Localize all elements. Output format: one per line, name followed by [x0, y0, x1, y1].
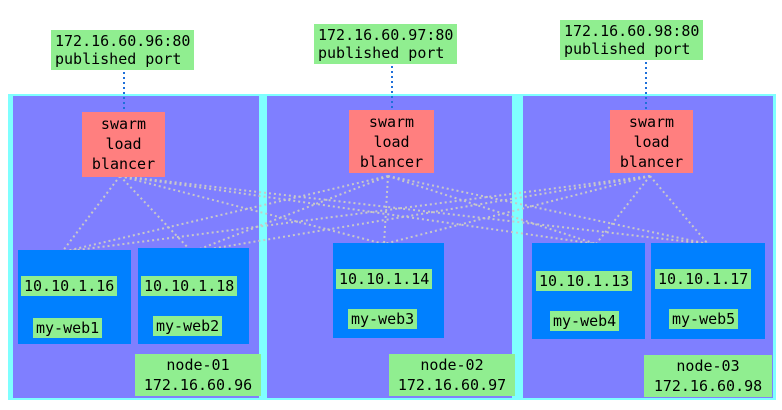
published-address-03: 172.16.60.98:80 — [564, 22, 700, 40]
container-my-web1: 10.10.1.16 my-web1 — [18, 250, 131, 344]
container-ip: 10.10.1.13 — [536, 271, 633, 291]
container-name: my-web3 — [348, 309, 418, 329]
container-name: my-web5 — [669, 309, 739, 329]
published-label-03: published port — [564, 40, 691, 58]
published-port-01: 172.16.60.96:80 published port — [51, 30, 195, 70]
lb-line: swarm — [100, 115, 147, 133]
node-name: node-03 — [676, 357, 740, 375]
published-address-01: 172.16.60.96:80 — [55, 32, 191, 50]
node-ip: 172.16.60.96 — [143, 376, 253, 394]
node-name: node-01 — [166, 356, 230, 374]
container-my-web5: 10.10.1.17 my-web5 — [651, 243, 765, 339]
node-name: node-02 — [420, 356, 484, 374]
container-my-web3: 10.10.1.14 my-web3 — [333, 243, 444, 338]
container-my-web4: 10.10.1.13 my-web4 — [532, 243, 645, 339]
published-port-03: 172.16.60.98:80 published port — [560, 20, 704, 60]
container-name: my-web1 — [33, 318, 103, 338]
container-ip: 10.10.1.17 — [655, 269, 752, 289]
lb-line: blancer — [359, 153, 424, 171]
lb-line: load — [633, 133, 670, 151]
container-name: my-web2 — [153, 316, 223, 336]
lb-line: blancer — [91, 155, 156, 173]
published-label-01: published port — [55, 50, 182, 68]
node-ip: 172.16.60.98 — [653, 377, 763, 395]
container-ip: 10.10.1.16 — [21, 276, 118, 296]
published-address-02: 172.16.60.97:80 — [318, 26, 454, 44]
container-ip: 10.10.1.14 — [336, 269, 433, 289]
lb-line: load — [105, 135, 142, 153]
swarm-load-balancer-03: swarm load blancer — [610, 110, 693, 173]
lb-line: swarm — [628, 113, 675, 131]
lb-line: blancer — [619, 153, 684, 171]
container-ip: 10.10.1.18 — [141, 276, 238, 296]
node-label-02: node-02 172.16.60.97 — [389, 354, 515, 396]
published-label-02: published port — [318, 44, 445, 62]
container-my-web2: 10.10.1.18 my-web2 — [138, 248, 249, 344]
container-name: my-web4 — [550, 311, 620, 331]
node-ip: 172.16.60.97 — [397, 376, 507, 394]
swarm-load-balancer-02: swarm load blancer — [349, 110, 434, 173]
swarm-load-balancer-01: swarm load blancer — [82, 112, 165, 177]
lb-line: load — [373, 133, 410, 151]
lb-line: swarm — [368, 113, 415, 131]
node-label-03: node-03 172.16.60.98 — [644, 355, 772, 397]
published-port-02: 172.16.60.97:80 published port — [314, 24, 458, 64]
node-label-01: node-01 172.16.60.96 — [135, 354, 261, 396]
